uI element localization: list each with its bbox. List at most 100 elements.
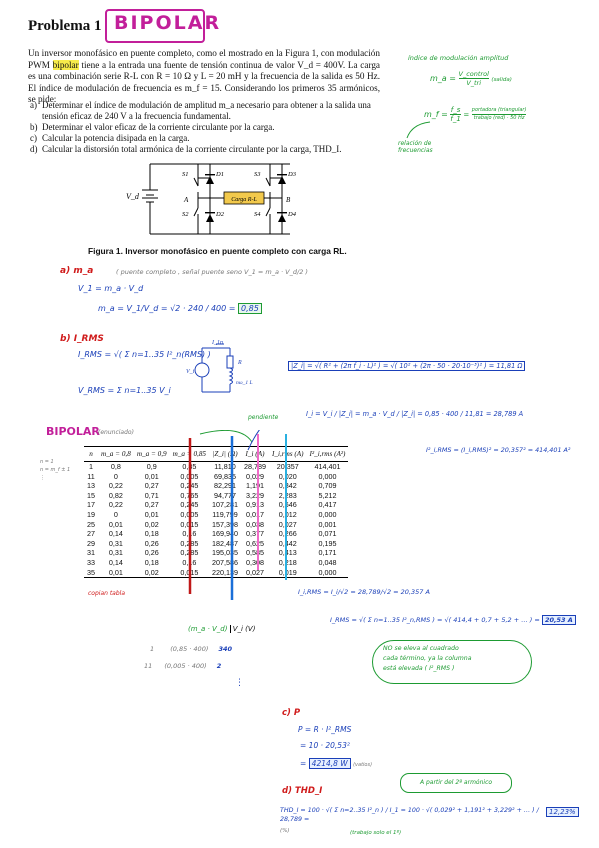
table-cell: 0,000 [306,567,349,579]
col-ii-rms: I_i,rms (A) [269,446,307,462]
table-cell: 94,777 [214,490,237,500]
table-cell: 82,291 [214,481,237,491]
mf-label: relación de frecuencias [398,140,433,154]
table-cell: 0,171 [318,548,337,558]
table-cell: 0,18 [144,529,159,539]
table-cell: 25 [87,519,95,529]
load-label: Carga R-L [231,197,257,203]
s2-label: S2 [182,211,189,218]
table-cell: 0,646 [278,500,297,510]
z-formula: |Z_i| = √( R² + (2π f_i · L)² ) = √( 10²… [288,361,526,371]
intro-part2: tiene a la entrada una fuente de tensión… [28,59,381,105]
thd-pct: (%) [280,828,290,834]
table-cell: 0 [113,471,118,481]
table-cell: 0,417 [318,500,337,510]
intro-part1: Un inversor monofásico en puente complet… [28,48,380,70]
table-cell: 0,048 [318,557,337,567]
part-d-label: d) THD_I [282,786,323,796]
svg-text:V_i: V_i [186,369,195,375]
part-c-line2: = 10 · 20,53² [300,741,350,750]
green-note-bubble: NO se eleva al cuadrado cada término, ya… [372,640,532,684]
question-item: c)Calcular la potencia disipada en la ca… [30,133,190,143]
table-cell: 0,18 [144,557,159,567]
table-cell: 0,26 [144,538,159,548]
table-cell: 414,401 [314,462,341,471]
table-cell: 0,709 [318,481,337,491]
table-cell: 169,940 [212,529,239,539]
question-item: a)Determinar el índice de modulación de … [30,100,371,121]
thd-formula: THD_I = 100 · √( Σ n=2..35 I²_n ) / I_1 … [280,807,539,823]
table-cell: 0,000 [318,471,337,481]
table-cell: 0,913 [246,500,264,510]
mf-arrow [406,121,431,139]
part-d-bubble: A partir del 2º armónico [400,773,512,793]
part-c-label: c) P [282,708,301,718]
table-cell: 13 [87,481,95,491]
table-cell: 29 [87,538,95,548]
irms-result: 20,53 A [541,615,576,625]
part-c-line1: P = R · I²_RMS [298,725,352,734]
full-bridge-circuit: Carga R-L V_d A B S1 S2 S3 S4 D1 D2 D3 D… [126,163,297,235]
table-cell: 11 [87,471,95,481]
node-b: B [286,196,291,204]
vi-row-2: 11 (0,005 · 400) 2 [144,662,222,670]
pendiente-note: pendiente [248,414,279,421]
table-cell: 5,212 [318,490,337,500]
s3-label: S3 [254,171,261,178]
table-cell: 119,799 [212,509,238,519]
question-list: a)Determinar el índice de modulación de … [28,100,380,155]
table-cell: 0,012 [278,509,297,519]
table-cell: 107,281 [212,500,239,510]
i-rms-squared: I²_i,RMS = (I_i,RMS)² = 20,357² = 414,40… [426,446,571,454]
table-cell: 0,027 [278,519,297,529]
table-cell: 0,308 [246,557,264,567]
irms-formula: I_RMS = √( Σ n=1..35 I²_n(RMS) ) [78,350,211,359]
bipolar-sub: (enunciado) [98,429,134,436]
bipolar-note: BIPOLAR [46,425,100,438]
table-cell: 1 [89,462,93,471]
table-cell: 15 [87,490,95,500]
table-cell: 0 [113,509,118,519]
table-cell: 0,020 [278,471,297,481]
margin-notes: n = 1 n = m_f ± 1 ⋮ [40,459,71,481]
part-c-result-line: = 4214,8 W (vatios) [300,758,373,769]
part-c-result: 4214,8 W [308,758,351,769]
i-formula: I_i = V_i / |Z_i| = m_a · V_d / |Z_i| = … [306,410,524,418]
table-cell: 19 [87,509,95,519]
part-b-label: b) I_RMS [60,334,104,344]
table-cell: 3,229 [246,490,264,500]
table-cell: 17 [87,500,95,510]
table-cell: 0,038 [246,519,264,529]
figure-caption: Figura 1. Inversor monofásico en puente … [88,246,347,256]
table-cell: 0,01 [144,471,159,481]
table-cell: 0,071 [318,529,337,539]
part-a-note: ( puente completo , señal puente seno V_… [116,268,308,276]
table-cell: 195,035 [212,548,239,558]
i1-note: (trabajo solo el 1º) [350,830,402,836]
svg-text:I_1n: I_1n [211,340,223,346]
table-cell: 27 [87,529,95,539]
vd-label: V_d [126,192,140,201]
rl-equivalent-circuit: I_1n R V_i nω_1 L [186,340,253,393]
node-a: A [183,196,189,204]
table-cell: 0,71 [144,490,159,500]
col-n: n [84,446,98,462]
table-cell: 0,26 [144,548,159,558]
table-cell: 0,413 [278,548,297,558]
table-cell: 1,191 [246,481,264,491]
table-cell: 0,01 [98,567,134,579]
col-ii-rms-sq: I²_i,rms (A²) [306,446,349,462]
table-cell: 0,14 [108,557,123,567]
table-cell: 0,9 [146,462,157,471]
d3-label: D3 [287,171,297,178]
table-cell: 0,029 [246,471,264,481]
table-cell: 69,835 [214,471,237,481]
handwritten-title-box [105,9,205,43]
intro-highlight: bipolar [52,59,79,70]
s4-label: S4 [254,211,261,218]
table-cell: 0,000 [318,509,337,519]
ma-formula: m_a = V_control V_tri (salida) [430,70,512,87]
table-cell: 0,218 [278,557,297,567]
table-cell: 0,82 [108,490,123,500]
col-ma-08: m_a = 0,8 [98,446,134,462]
